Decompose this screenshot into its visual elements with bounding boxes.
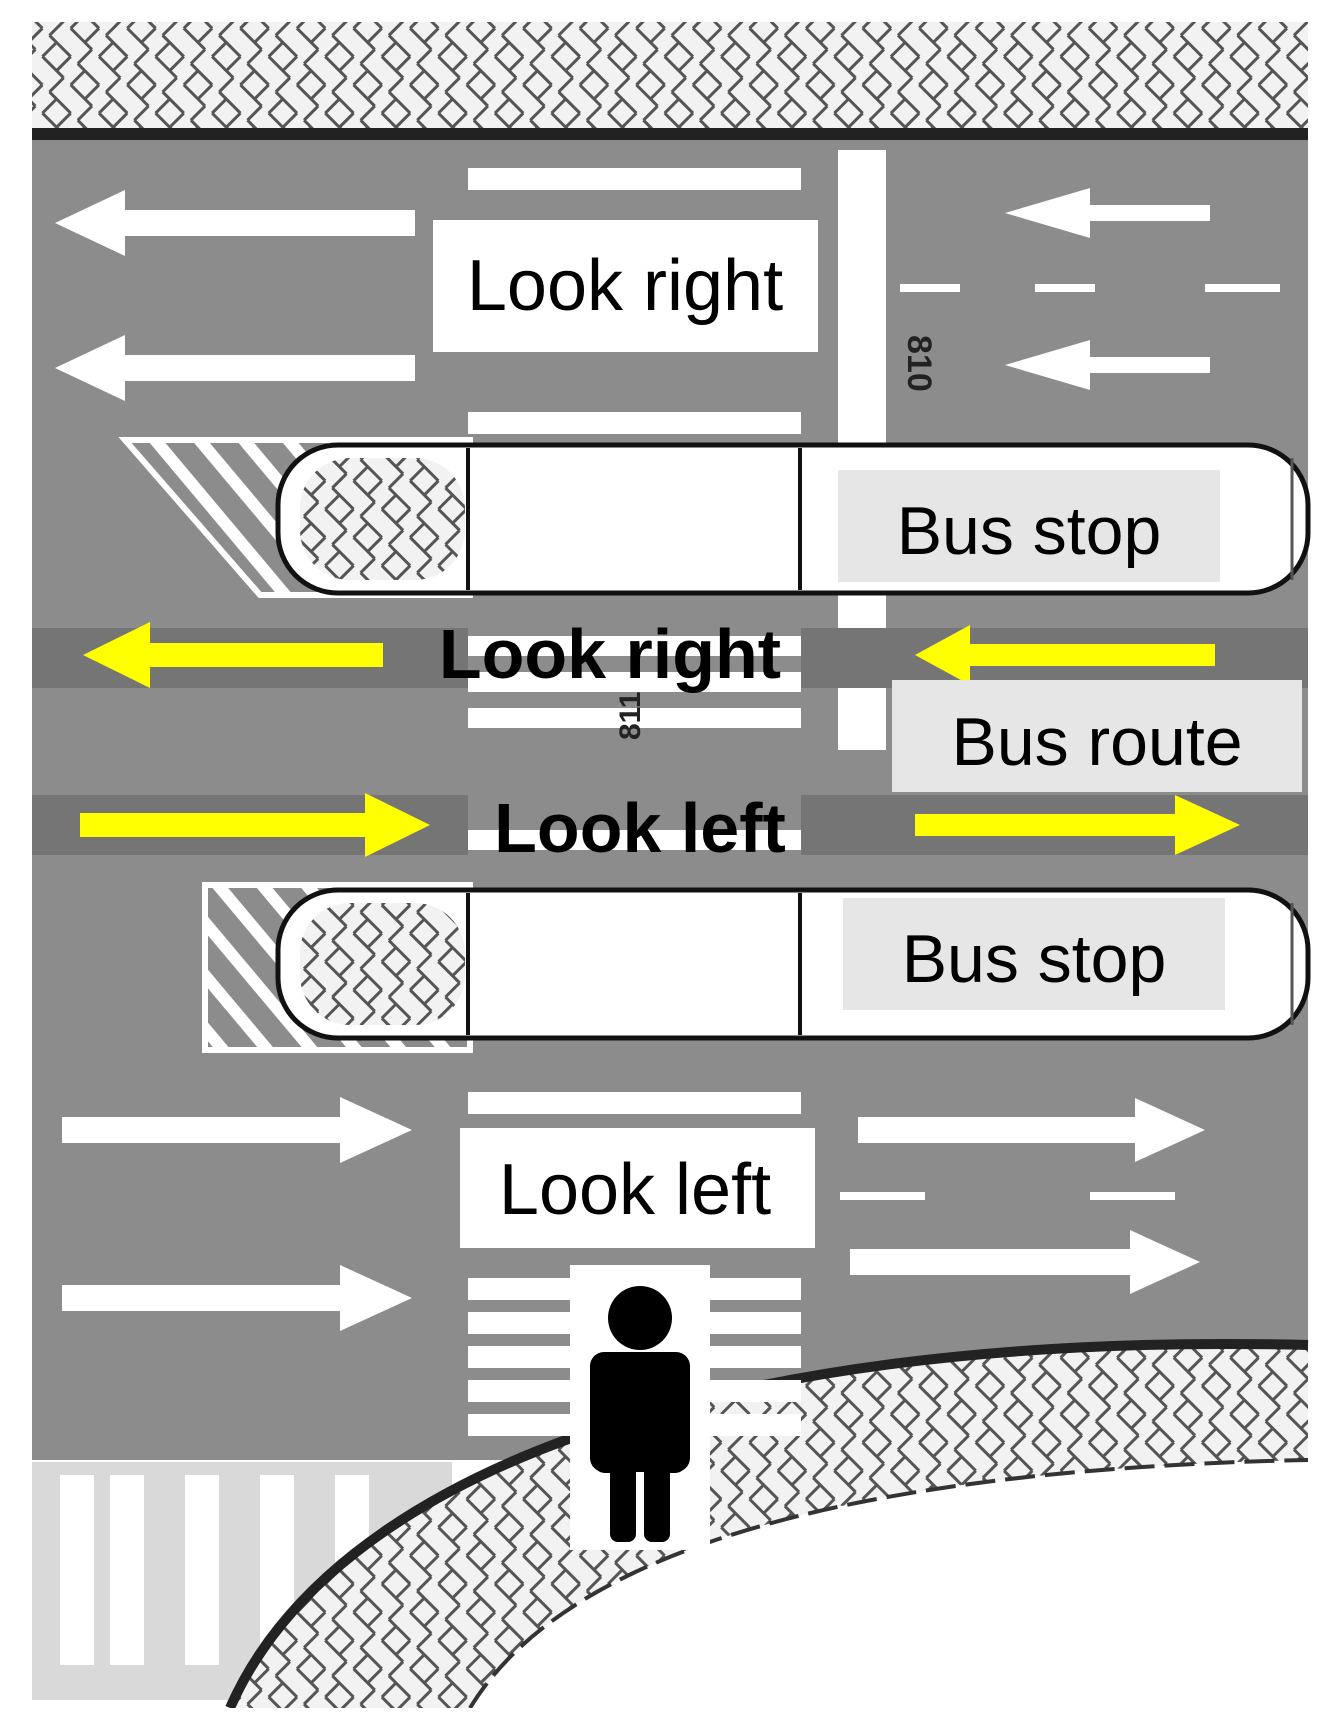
road-code-middle: 811 [614, 692, 647, 740]
look-right-lane-text: Look right [439, 615, 781, 693]
white-arrows-westbound [55, 188, 1210, 401]
corner-inner-edge [468, 1458, 1309, 1710]
label-look-left-bottom: Look left [460, 1128, 815, 1248]
bus-route-text: Bus route [951, 704, 1242, 780]
crossing-over-bus-lanes [468, 628, 801, 855]
white-arrows-eastbound [62, 1097, 1205, 1331]
pedestrian-icon [570, 1265, 710, 1550]
label-bus-stop-lower: Bus stop [843, 898, 1225, 1010]
look-left-bottom-text: Look left [499, 1150, 771, 1230]
label-look-right-top: Look right [433, 220, 818, 352]
lane-dashes [840, 284, 1280, 1200]
label-bus-route: Bus route [892, 680, 1302, 792]
look-left-lane-text: Look left [494, 789, 786, 867]
label-bus-stop-upper: Bus stop [838, 470, 1220, 582]
bus-stop-upper-text: Bus stop [897, 493, 1162, 569]
top-pavement [32, 22, 1308, 134]
road-code-upper: 810 [900, 335, 938, 392]
kerb-top [32, 128, 1308, 140]
bus-stop-lower-text: Bus stop [902, 921, 1167, 997]
look-right-top-text: Look right [467, 246, 783, 326]
corner-inner-white [470, 1460, 1308, 1708]
yellow-arrows-eastbound [80, 793, 1240, 857]
yellow-arrows-westbound [83, 622, 1215, 688]
zebra-crossing [468, 168, 801, 1436]
crossing-stripes-middle [468, 636, 801, 850]
